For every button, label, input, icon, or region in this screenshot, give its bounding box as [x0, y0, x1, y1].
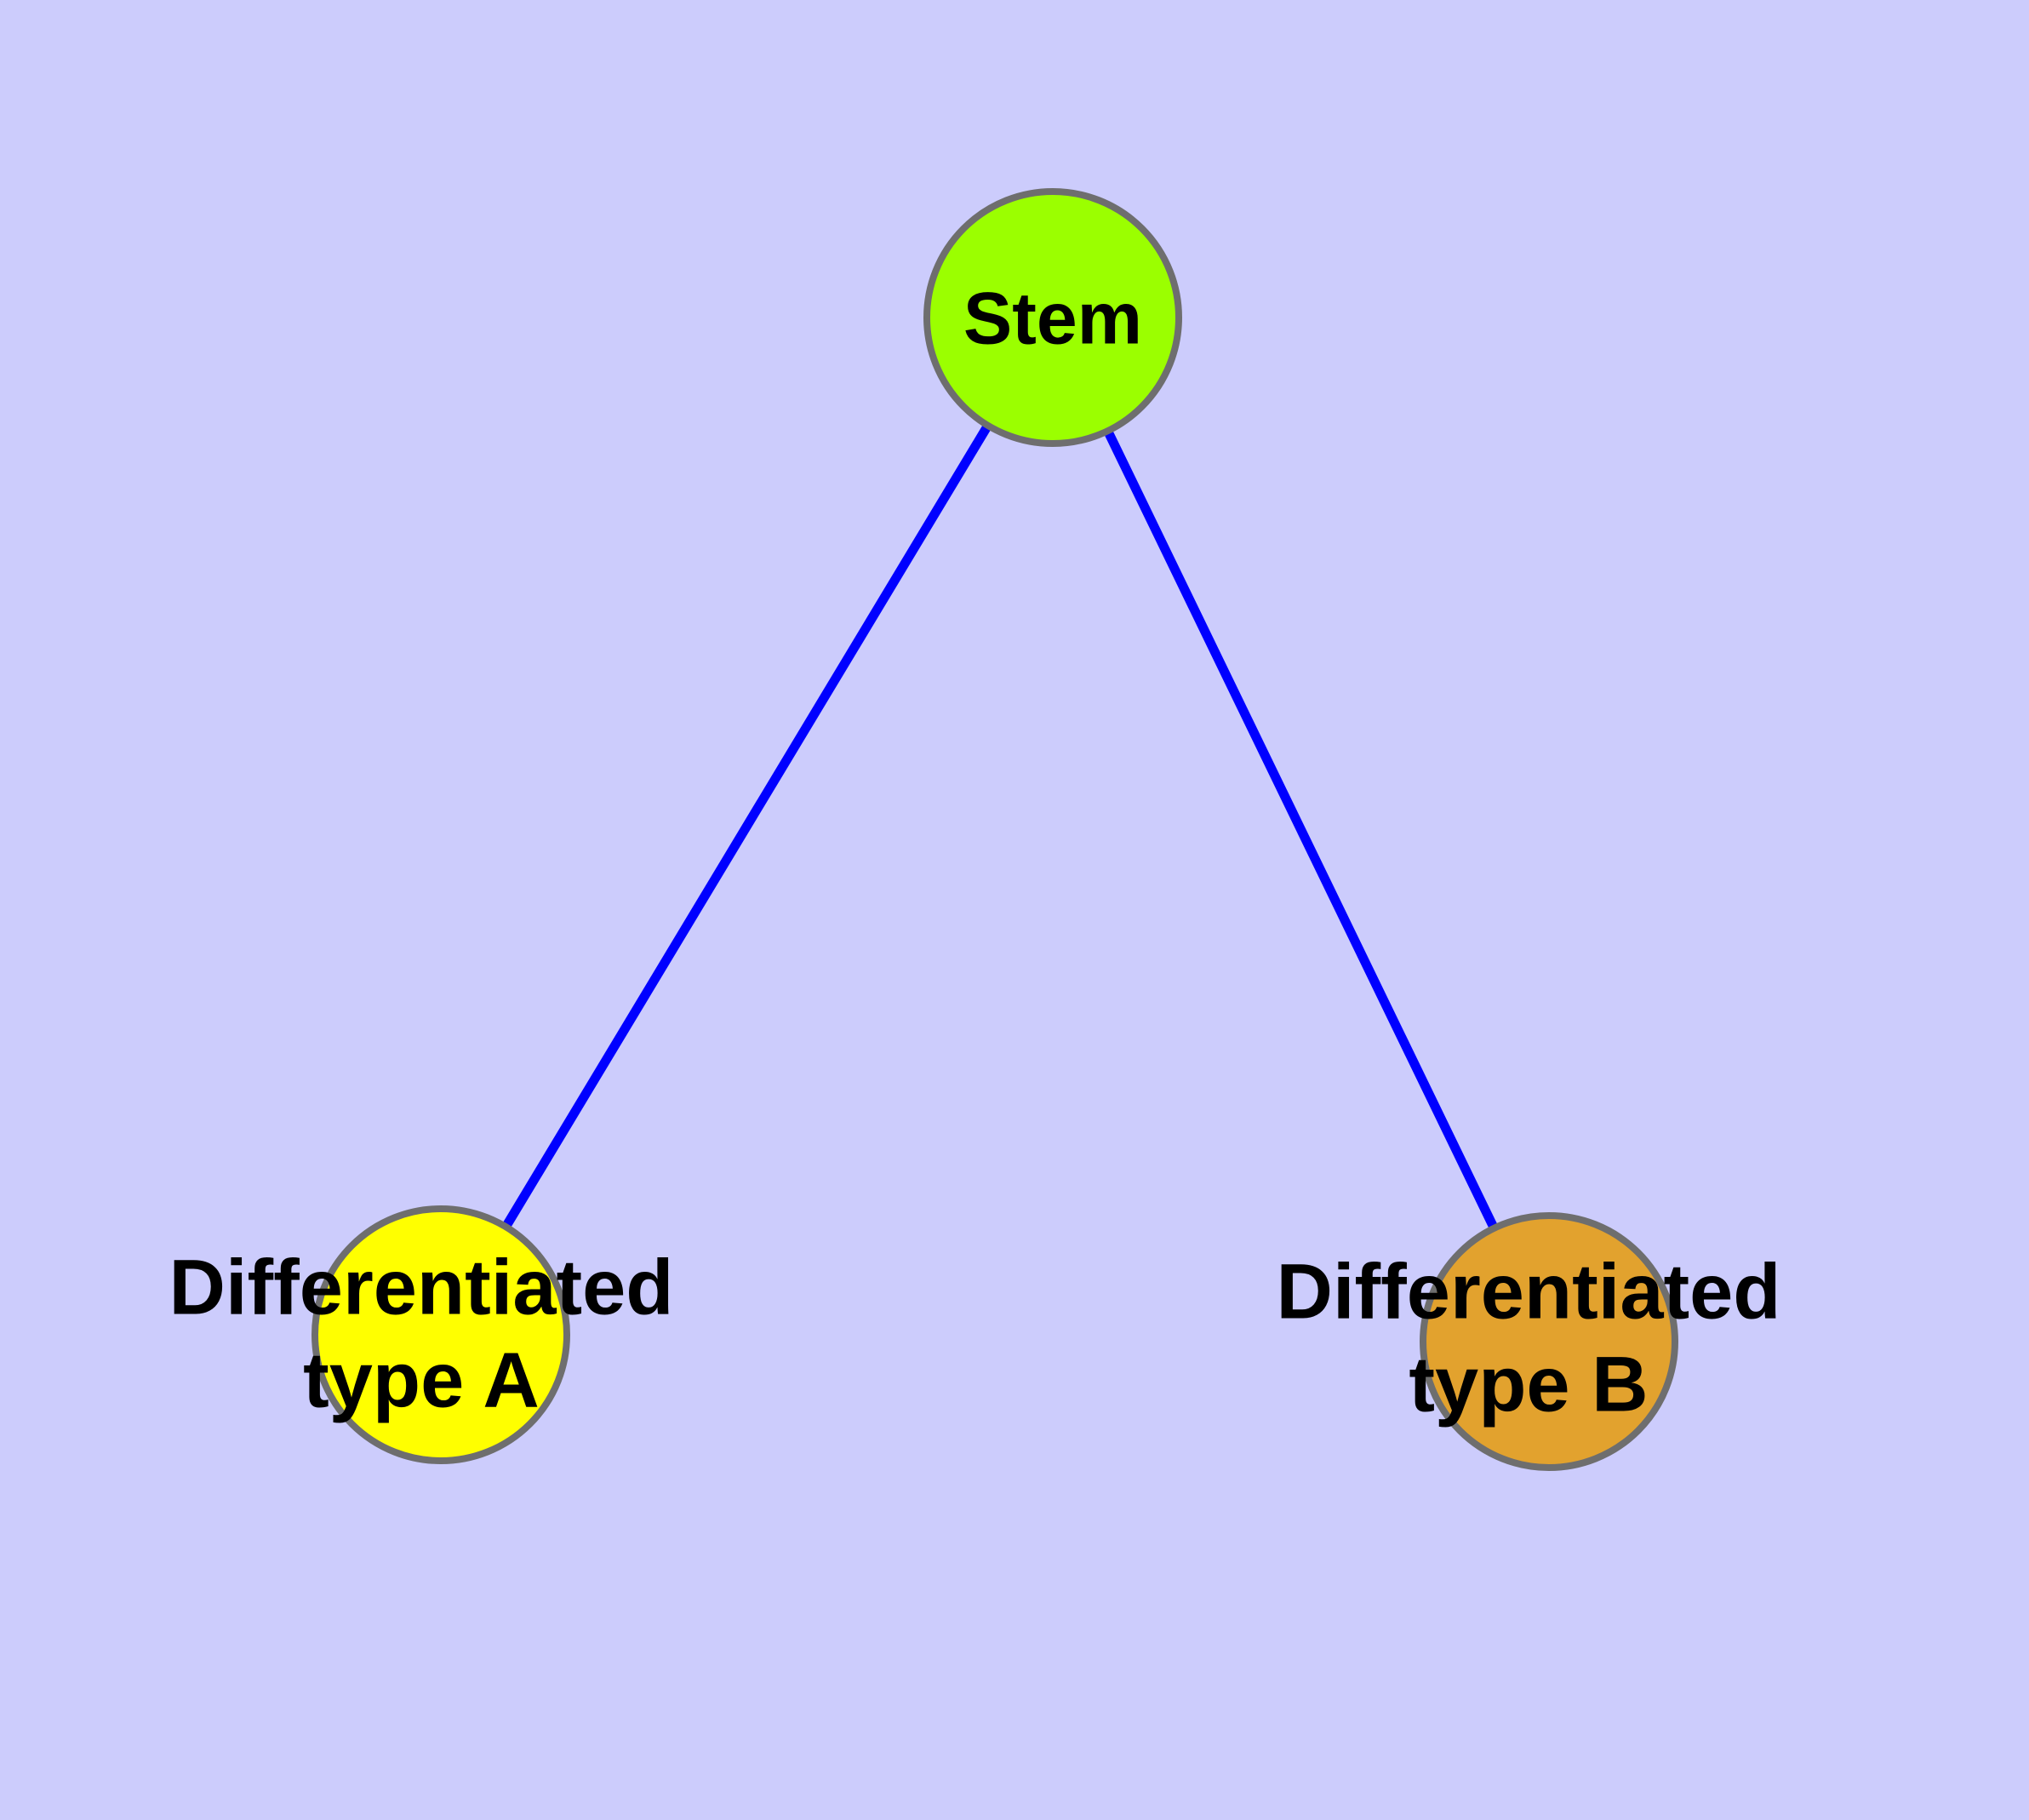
edge-stem-to-diff-b[interactable]	[1049, 315, 1553, 1344]
edge-layer	[437, 315, 1553, 1344]
node-layer	[311, 188, 1678, 1471]
node-circle-stem[interactable]	[923, 188, 1182, 447]
node-circle-diff-a[interactable]	[311, 1205, 570, 1464]
edge-stem-to-diff-a[interactable]	[437, 315, 1057, 1337]
node-circle-diff-b[interactable]	[1420, 1212, 1678, 1471]
